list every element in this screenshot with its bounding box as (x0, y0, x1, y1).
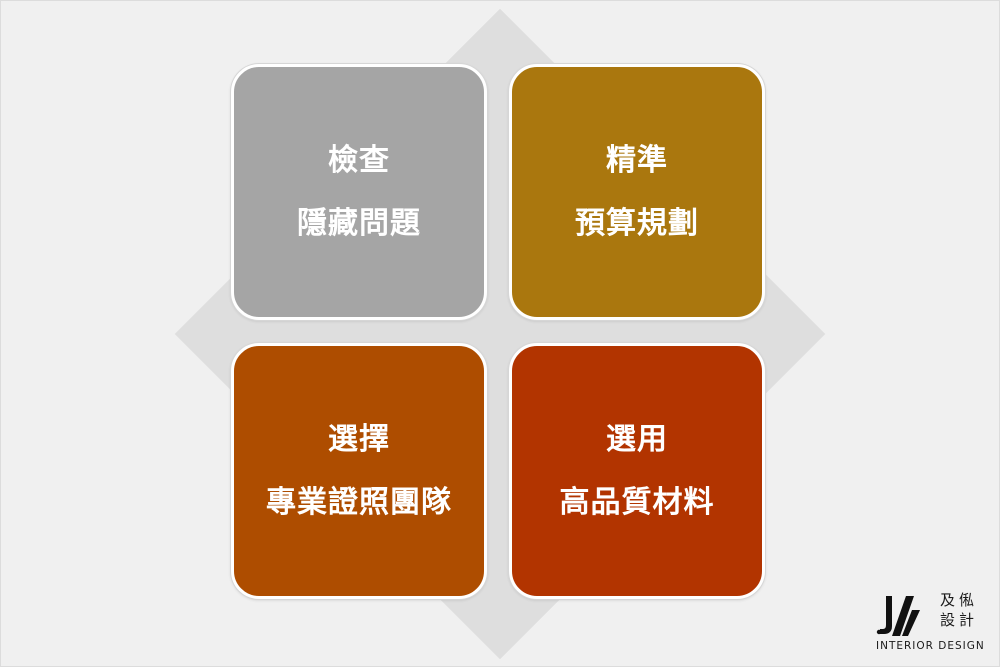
card-precise-budget-planning: 精準 預算規劃 (509, 64, 765, 320)
card-subtitle: 高品質材料 (559, 485, 715, 520)
logo-cn-line2: 設計 (940, 611, 979, 629)
card-choose-certified-team: 選擇 專業證照團隊 (231, 343, 487, 599)
card-title: 選用 (606, 422, 668, 457)
card-title: 選擇 (328, 422, 390, 457)
brand-logo: 及俬 設計 INTERIOR DESIGN (874, 588, 986, 658)
logo-english-name: INTERIOR DESIGN (876, 640, 985, 652)
card-subtitle: 預算規劃 (575, 206, 699, 241)
logo-cn-line1: 及俬 (940, 591, 979, 609)
card-subtitle: 隱藏問題 (297, 206, 421, 241)
card-quality-materials: 選用 高品質材料 (509, 343, 765, 599)
logo-chinese-name: 及俬 設計 (940, 590, 978, 630)
card-inspect-hidden-issues: 檢查 隱藏問題 (231, 64, 487, 320)
card-title: 精準 (606, 143, 668, 178)
logo-mark-icon (876, 596, 920, 636)
card-subtitle: 專業證照團隊 (266, 485, 452, 520)
card-title: 檢查 (328, 143, 390, 178)
